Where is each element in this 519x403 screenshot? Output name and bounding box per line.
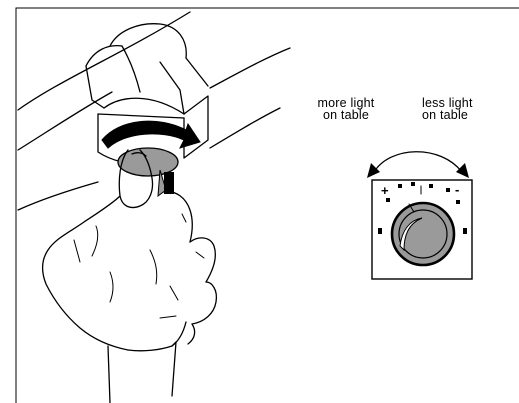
minus-symbol: -: [455, 183, 459, 196]
microscope-arm: [18, 12, 290, 210]
light-intensity-knob: [392, 203, 454, 265]
more-light-label: more light on table: [306, 97, 386, 121]
rotation-arrow-icon: [102, 121, 200, 148]
hand-icon: [43, 150, 217, 403]
adjustment-direction-arrow-icon: [367, 152, 469, 178]
less-light-label: less light on table: [422, 97, 519, 121]
plus-symbol: +: [381, 184, 389, 197]
fine-adjust-knob: [118, 148, 178, 196]
